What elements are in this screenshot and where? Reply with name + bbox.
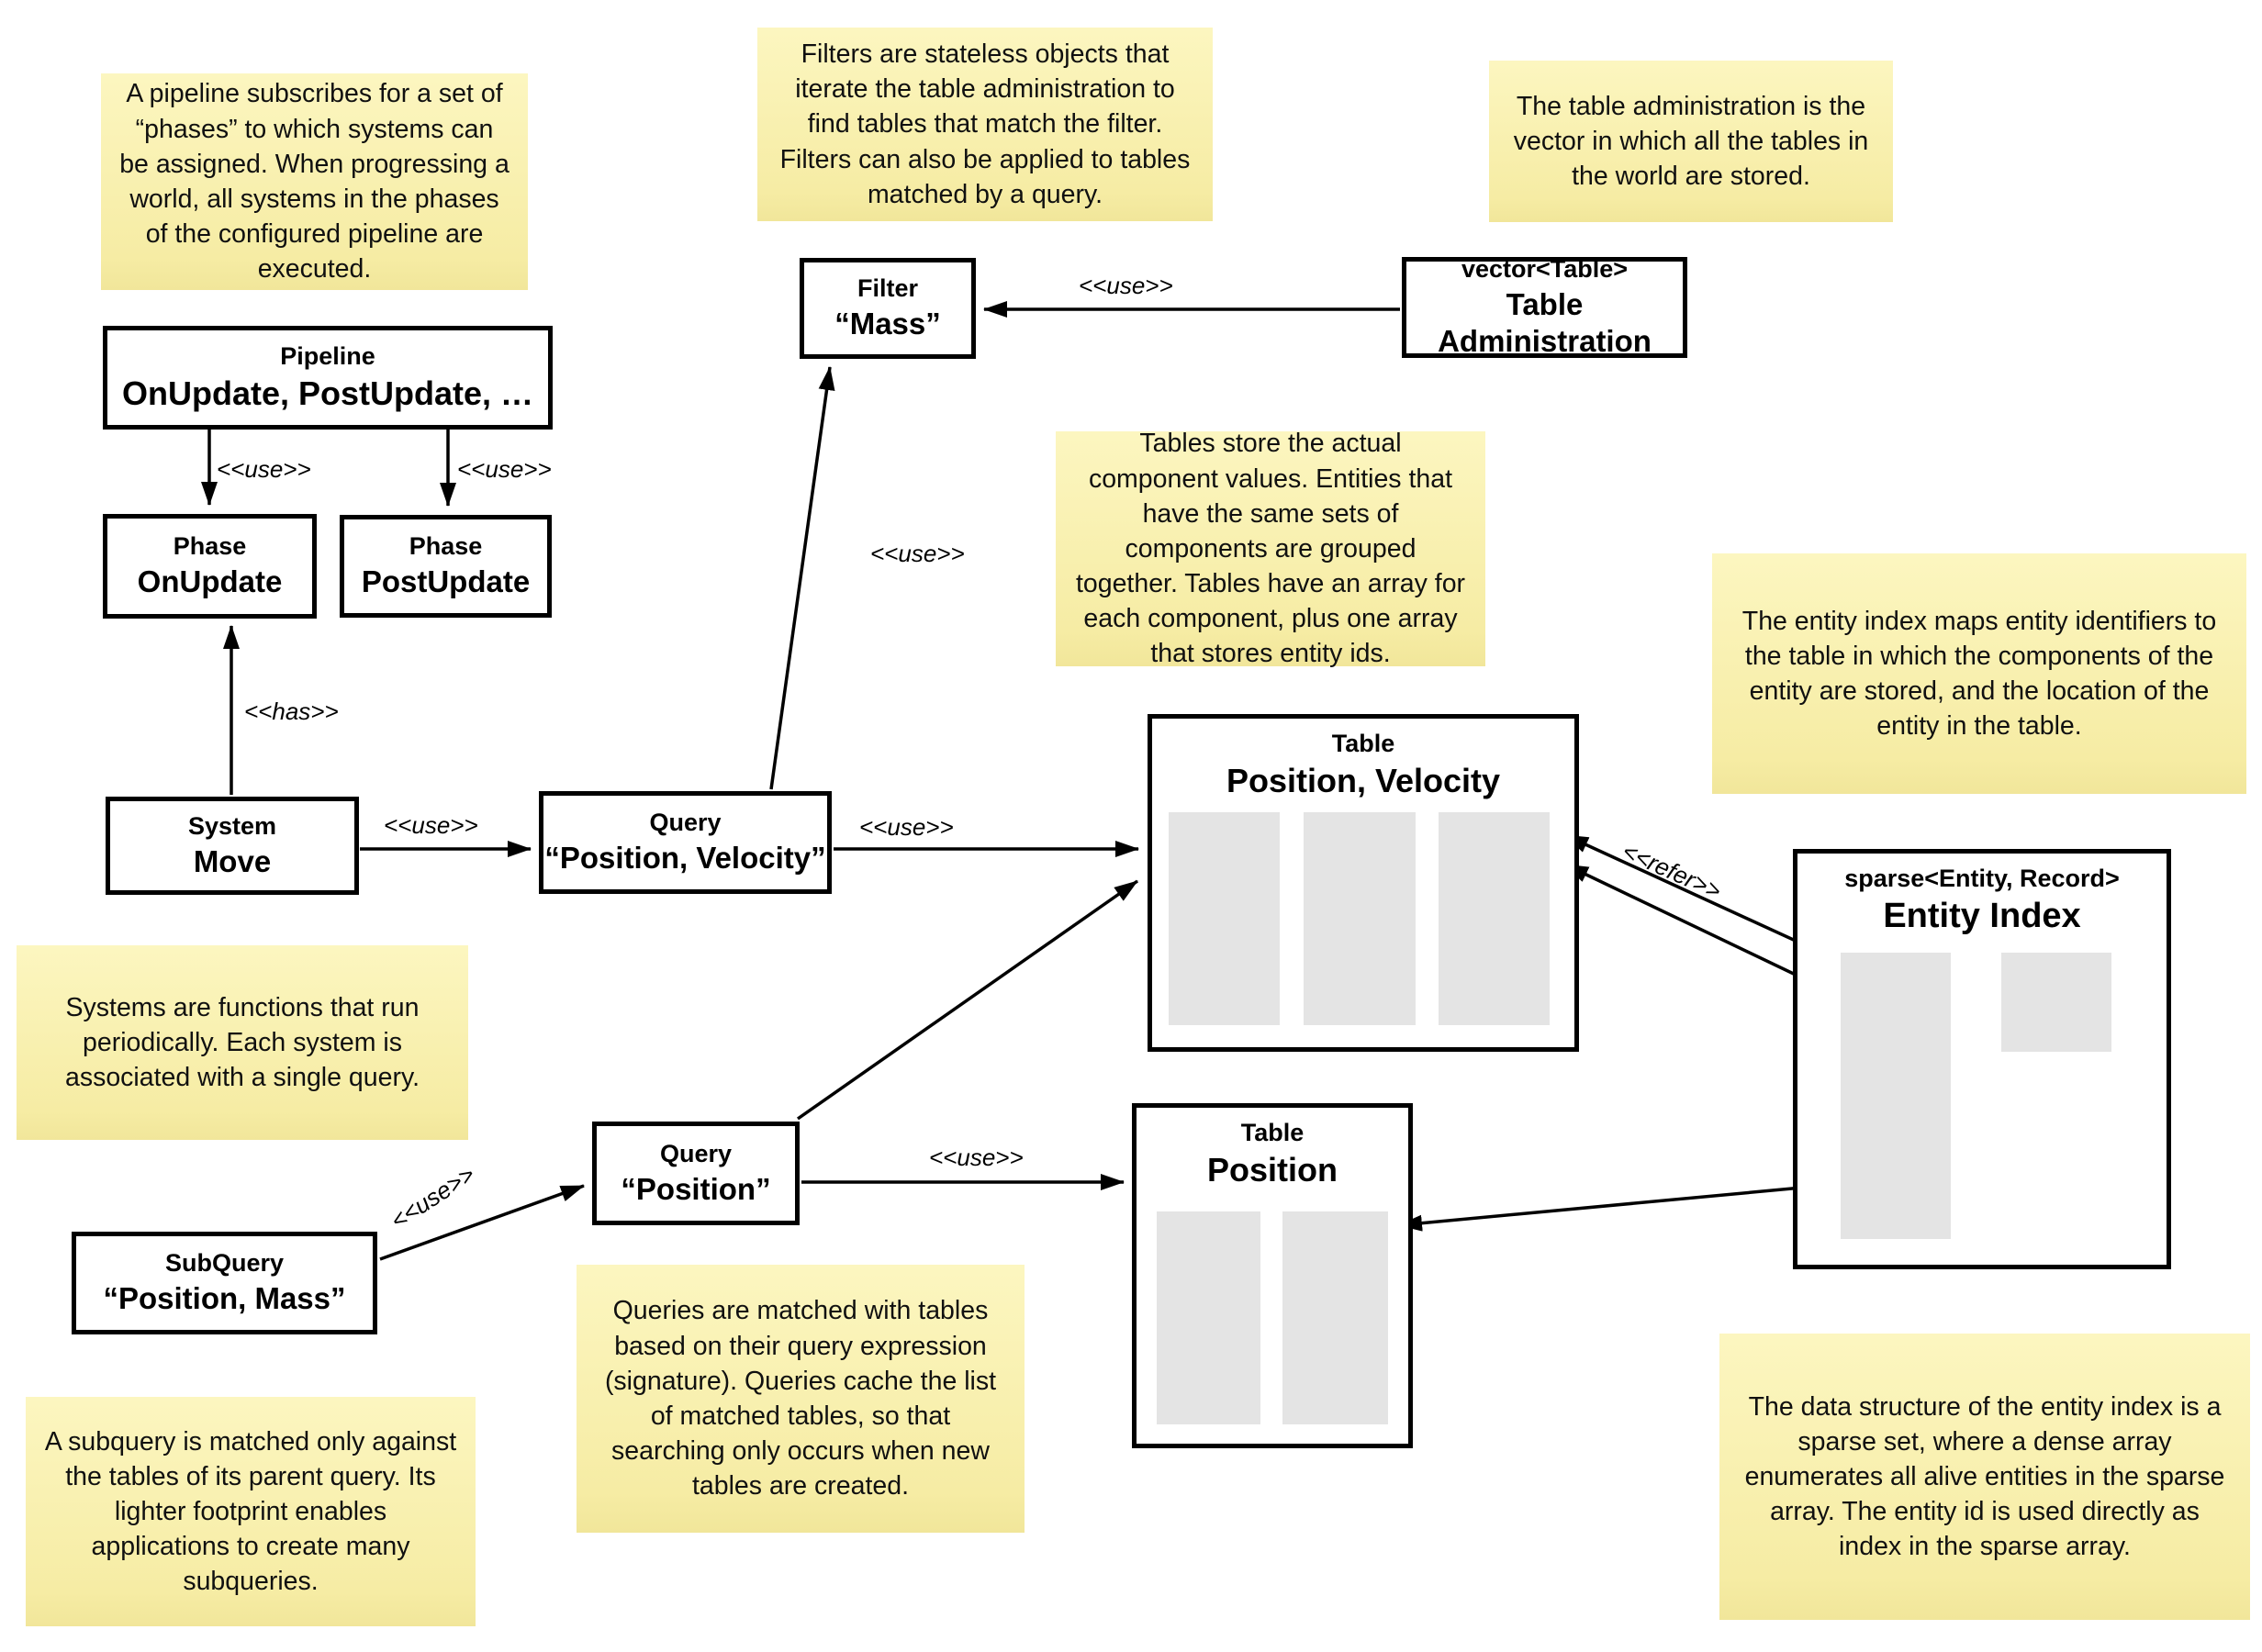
node-table-administration-name: Table Administration [1438, 287, 1652, 359]
note-filters: Filters are stateless objects that itera… [757, 28, 1213, 221]
node-phase-onupdate-name: OnUpdate [137, 564, 283, 599]
edge-label-use-subquery-query: <<use>> [386, 1160, 480, 1235]
node-table-administration-stereotype: vector<Table> [1461, 255, 1629, 284]
table-pv-column-1 [1169, 812, 1280, 1025]
node-pipeline: Pipeline OnUpdate, PostUpdate, … [103, 326, 553, 430]
note-queries: Queries are matched with tables based on… [577, 1265, 1025, 1533]
edge-label-use-query-filter: <<use>> [870, 540, 965, 567]
node-table-position-stereotype: Table [1240, 1119, 1305, 1146]
edge-label-use-system-query: <<use>> [384, 811, 478, 839]
node-query-position-velocity-name: “Position, Velocity” [544, 841, 826, 876]
node-phase-postupdate-stereotype: Phase [409, 532, 483, 561]
node-query-position-name: “Position” [621, 1171, 771, 1206]
node-system-move-name: Move [193, 843, 272, 878]
node-query-position-velocity-stereotype: Query [649, 809, 722, 837]
edge-label-use-admin-filter: <<use>> [1079, 272, 1173, 299]
node-table-position-velocity-name: Position, Velocity [1226, 762, 1501, 800]
edge-label-use-pipeline-postupdate: <<use>> [457, 455, 552, 483]
table-pv-column-3 [1439, 812, 1550, 1025]
node-table-administration: vector<Table> Table Administration [1402, 255, 1687, 359]
node-entity-index-name: Entity Index [1883, 897, 2081, 936]
note-tables: Tables store the actual component values… [1056, 429, 1485, 668]
node-system-move: System Move [106, 797, 359, 895]
node-phase-onupdate-stereotype: Phase [173, 532, 247, 561]
node-phase-postupdate: Phase PostUpdate [340, 515, 552, 618]
edge-label-use-query-table: <<use>> [859, 813, 954, 841]
node-pipeline-stereotype: Pipeline [280, 341, 375, 370]
table-p-column-2 [1282, 1211, 1388, 1424]
node-query-position-velocity: Query “Position, Velocity” [539, 791, 832, 894]
node-filter-mass-name: “Mass” [834, 307, 941, 341]
note-systems: Systems are functions that run periodica… [17, 945, 468, 1140]
node-table-position-name: Position [1207, 1151, 1338, 1189]
node-filter-mass: Filter “Mass” [800, 258, 976, 359]
edge-label-use-pipeline-onupdate: <<use>> [217, 455, 311, 483]
edge-label-has-system-phase: <<has>> [244, 698, 339, 725]
edge-label-refer-entityindex-table: <<refer>> [1618, 837, 1726, 905]
entity-index-sparse-array [1841, 953, 1951, 1239]
node-phase-onupdate: Phase OnUpdate [103, 514, 317, 619]
note-table-administration: The table administration is the vector i… [1489, 61, 1893, 222]
node-subquery-name: “Position, Mass” [103, 1281, 346, 1316]
note-sparse-set: The data structure of the entity index i… [1719, 1334, 2250, 1620]
entity-index-dense-array [2001, 953, 2111, 1052]
table-p-column-1 [1157, 1211, 1260, 1424]
table-pv-column-2 [1304, 812, 1416, 1025]
node-filter-mass-stereotype: Filter [857, 274, 918, 303]
node-query-position: Query “Position” [592, 1122, 800, 1225]
node-query-position-stereotype: Query [659, 1139, 733, 1167]
node-table-position-velocity-stereotype: Table [1331, 730, 1395, 757]
node-entity-index-stereotype: sparse<Entity, Record> [1844, 865, 2120, 892]
node-subquery-stereotype: SubQuery [164, 1249, 285, 1278]
edge-label-use-queryp-tablep: <<use>> [929, 1144, 1024, 1171]
node-system-move-stereotype: System [187, 811, 277, 840]
note-entity-index: The entity index maps entity identifiers… [1712, 553, 2246, 794]
node-phase-postupdate-name: PostUpdate [361, 564, 531, 599]
note-subquery: A subquery is matched only against the t… [26, 1397, 476, 1626]
node-pipeline-name: OnUpdate, PostUpdate, … [121, 374, 534, 412]
note-pipeline: A pipeline subscribes for a set of “phas… [101, 73, 528, 290]
node-subquery: SubQuery “Position, Mass” [72, 1232, 377, 1334]
